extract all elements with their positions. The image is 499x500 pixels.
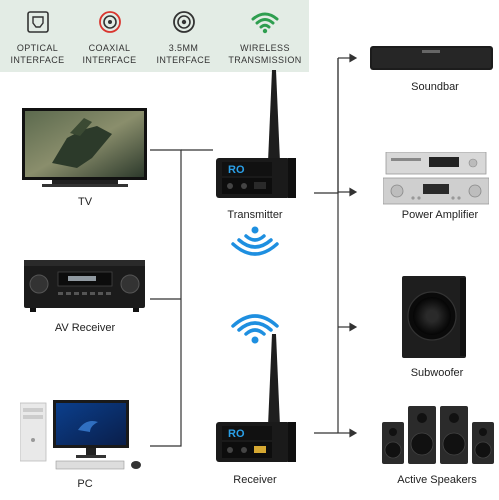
pc-label: PC bbox=[77, 478, 93, 490]
feature-bar: OPTICAL INTERFACE COAXIAL INTERFACE 3.5M… bbox=[0, 0, 309, 72]
active-speakers-label: Active Speakers bbox=[397, 474, 477, 486]
subwoofer-label: Subwoofer bbox=[410, 367, 464, 379]
power-amplifier-image bbox=[383, 152, 489, 205]
wireless-down-icon bbox=[231, 226, 279, 256]
jack-3-5mm-icon bbox=[172, 11, 195, 33]
feature-optical: OPTICAL INTERFACE bbox=[0, 0, 75, 72]
soundbar-image bbox=[370, 46, 493, 70]
source-bracket bbox=[150, 149, 182, 447]
power-amplifier-label: Power Amplifier bbox=[401, 209, 479, 221]
wifi-icon bbox=[251, 12, 279, 34]
transmitter-badge: RO bbox=[228, 164, 245, 176]
coaxial-icon bbox=[98, 11, 121, 33]
receiver-label: Receiver bbox=[233, 474, 277, 486]
feature-3-5mm: 3.5MM INTERFACE bbox=[146, 0, 221, 72]
wireless-up-icon bbox=[231, 314, 279, 344]
tv-label: TV bbox=[77, 196, 93, 208]
pc-image bbox=[20, 400, 141, 470]
receiver-image: RO bbox=[216, 334, 296, 462]
feature-coaxial-label: COAXIAL INTERFACE bbox=[82, 43, 137, 65]
optical-icon bbox=[26, 11, 49, 33]
feature-wireless: WIRELESS TRANSMISSION bbox=[222, 0, 308, 72]
subwoofer-image bbox=[402, 276, 466, 358]
transmitter-label: Transmitter bbox=[227, 209, 283, 221]
feature-optical-label: OPTICAL INTERFACE bbox=[10, 43, 65, 65]
feature-coaxial: COAXIAL INTERFACE bbox=[72, 0, 147, 72]
soundbar-label: Soundbar bbox=[411, 81, 459, 93]
receiver-badge: RO bbox=[228, 428, 245, 440]
feature-3-5mm-label: 3.5MM INTERFACE bbox=[156, 43, 211, 65]
feature-wireless-label: WIRELESS TRANSMISSION bbox=[228, 43, 302, 65]
active-speakers-image bbox=[382, 406, 494, 464]
av-receiver-image bbox=[24, 260, 145, 312]
av-receiver-label: AV Receiver bbox=[54, 322, 116, 334]
transmitter-image: RO bbox=[216, 70, 296, 198]
tv-image bbox=[22, 108, 147, 187]
